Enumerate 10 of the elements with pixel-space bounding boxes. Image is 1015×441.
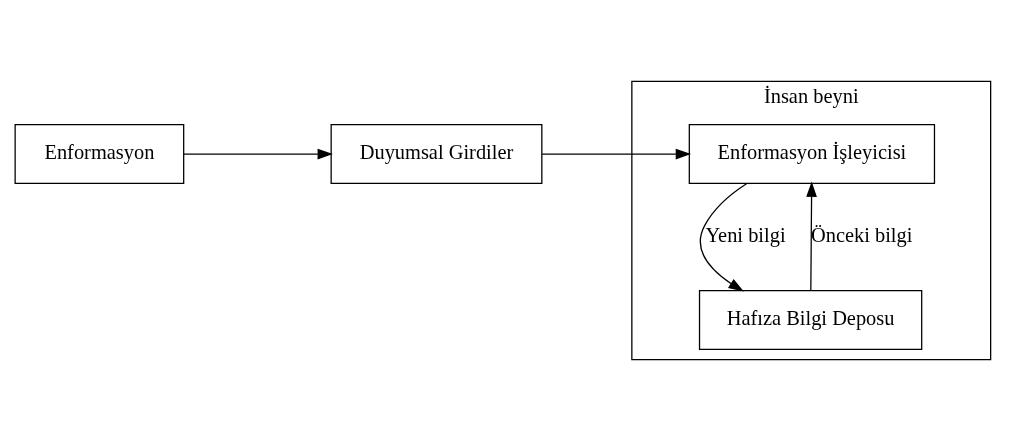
arrow [540, 148, 691, 160]
node-box: Enformasyon [14, 124, 184, 185]
node-box: Enformasyon İşleyicisi [688, 124, 935, 185]
arrow [699, 183, 747, 292]
arrow [805, 181, 817, 292]
node-box: Hafıza Bilgi Deposu [698, 290, 922, 351]
edge-label: Yeni bilgi [704, 223, 786, 246]
arrow [182, 148, 333, 160]
node-box: Duyumsal Girdiler [330, 124, 542, 185]
edge-label: Önceki bilgi [810, 223, 912, 246]
